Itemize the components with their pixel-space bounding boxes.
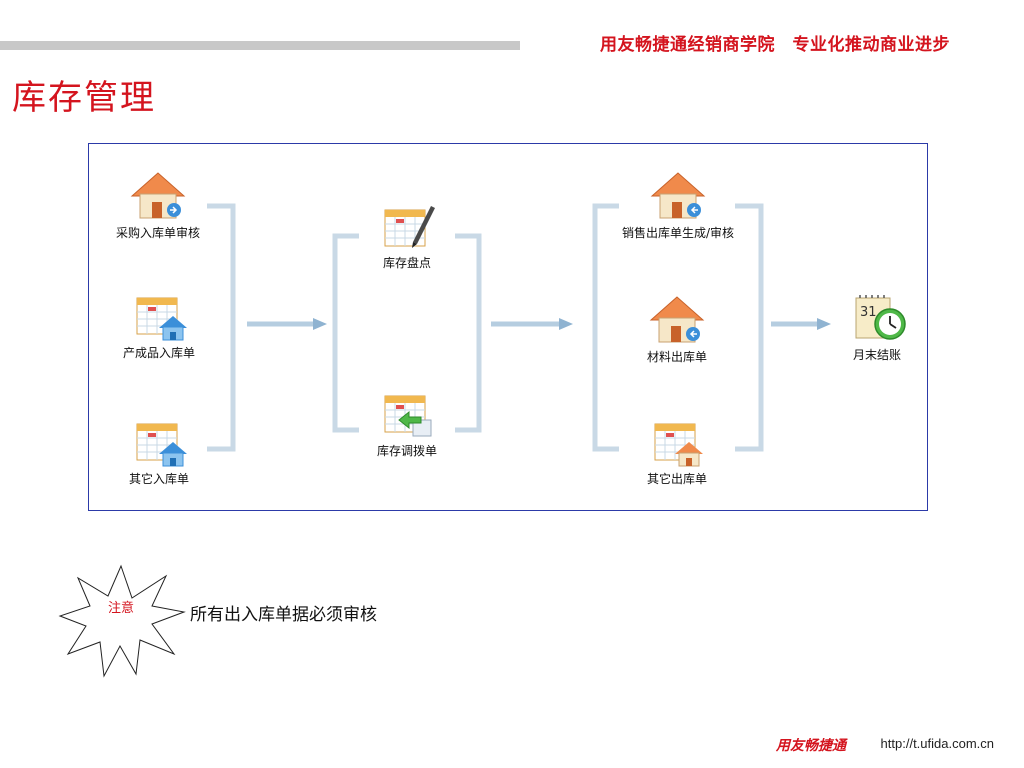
inventory-flow-diagram: 采购入库单审核 产成品入库单 其它入库单	[88, 143, 928, 511]
node-label: 库存盘点	[382, 256, 431, 270]
flow-arrow-1	[247, 318, 327, 330]
house-icon	[130, 172, 186, 219]
middle-bracket-left	[332, 233, 359, 433]
node-purchase-in[interactable]: 采购入库单审核	[103, 170, 213, 241]
node-product-in[interactable]: 产成品入库单	[109, 294, 209, 361]
calendar-house-icon	[136, 297, 187, 341]
flow-connectors	[207, 203, 831, 452]
node-other-in[interactable]: 其它入库单	[109, 420, 209, 487]
flow-arrow-2	[491, 318, 573, 330]
node-label: 月末结账	[852, 348, 901, 362]
footer-brand: 用友畅捷通	[776, 738, 846, 754]
node-other-out[interactable]: 其它出库单	[627, 420, 727, 487]
house-icon	[649, 296, 705, 343]
node-label: 采购入库单审核	[115, 226, 200, 240]
calendar-arrow-icon	[384, 395, 432, 437]
calendar-house-icon	[654, 423, 703, 467]
node-transfer[interactable]: 库存调拨单	[357, 392, 457, 459]
note-text: 所有出入库单据必须审核	[190, 605, 377, 625]
right-bracket-left	[592, 203, 619, 452]
node-label: 销售出库单生成/审核	[621, 226, 735, 240]
middle-bracket-right	[455, 233, 482, 433]
node-label: 产成品入库单	[122, 346, 195, 360]
note-badge-label: 注意	[108, 600, 134, 616]
header-divider-bar	[0, 41, 520, 50]
page-title: 库存管理	[12, 78, 156, 118]
node-month-end[interactable]: 31 月末结账	[827, 294, 927, 363]
house-icon	[650, 172, 706, 219]
node-label: 库存调拨单	[376, 444, 437, 458]
left-bracket	[207, 203, 236, 452]
footer-url[interactable]: http://t.ufida.com.cn	[880, 736, 994, 751]
header-slogan: 用友畅捷通经销商学院 专业化推动商业进步	[600, 35, 950, 55]
node-label: 其它入库单	[128, 472, 189, 486]
calendar-pen-icon	[384, 206, 435, 248]
node-stocktake[interactable]: 库存盘点	[357, 202, 457, 271]
note-starburst: 注意	[58, 564, 186, 678]
calendar-clock-icon: 31	[855, 295, 906, 340]
node-sales-out[interactable]: 销售出库单生成/审核	[603, 170, 753, 241]
svg-text:31: 31	[860, 305, 877, 320]
node-material-out[interactable]: 材料出库单	[627, 294, 727, 365]
right-bracket-right	[735, 203, 764, 452]
calendar-house-icon	[136, 423, 187, 467]
node-label: 其它出库单	[646, 472, 707, 486]
node-label: 材料出库单	[646, 350, 707, 364]
flow-arrow-3	[771, 318, 831, 330]
